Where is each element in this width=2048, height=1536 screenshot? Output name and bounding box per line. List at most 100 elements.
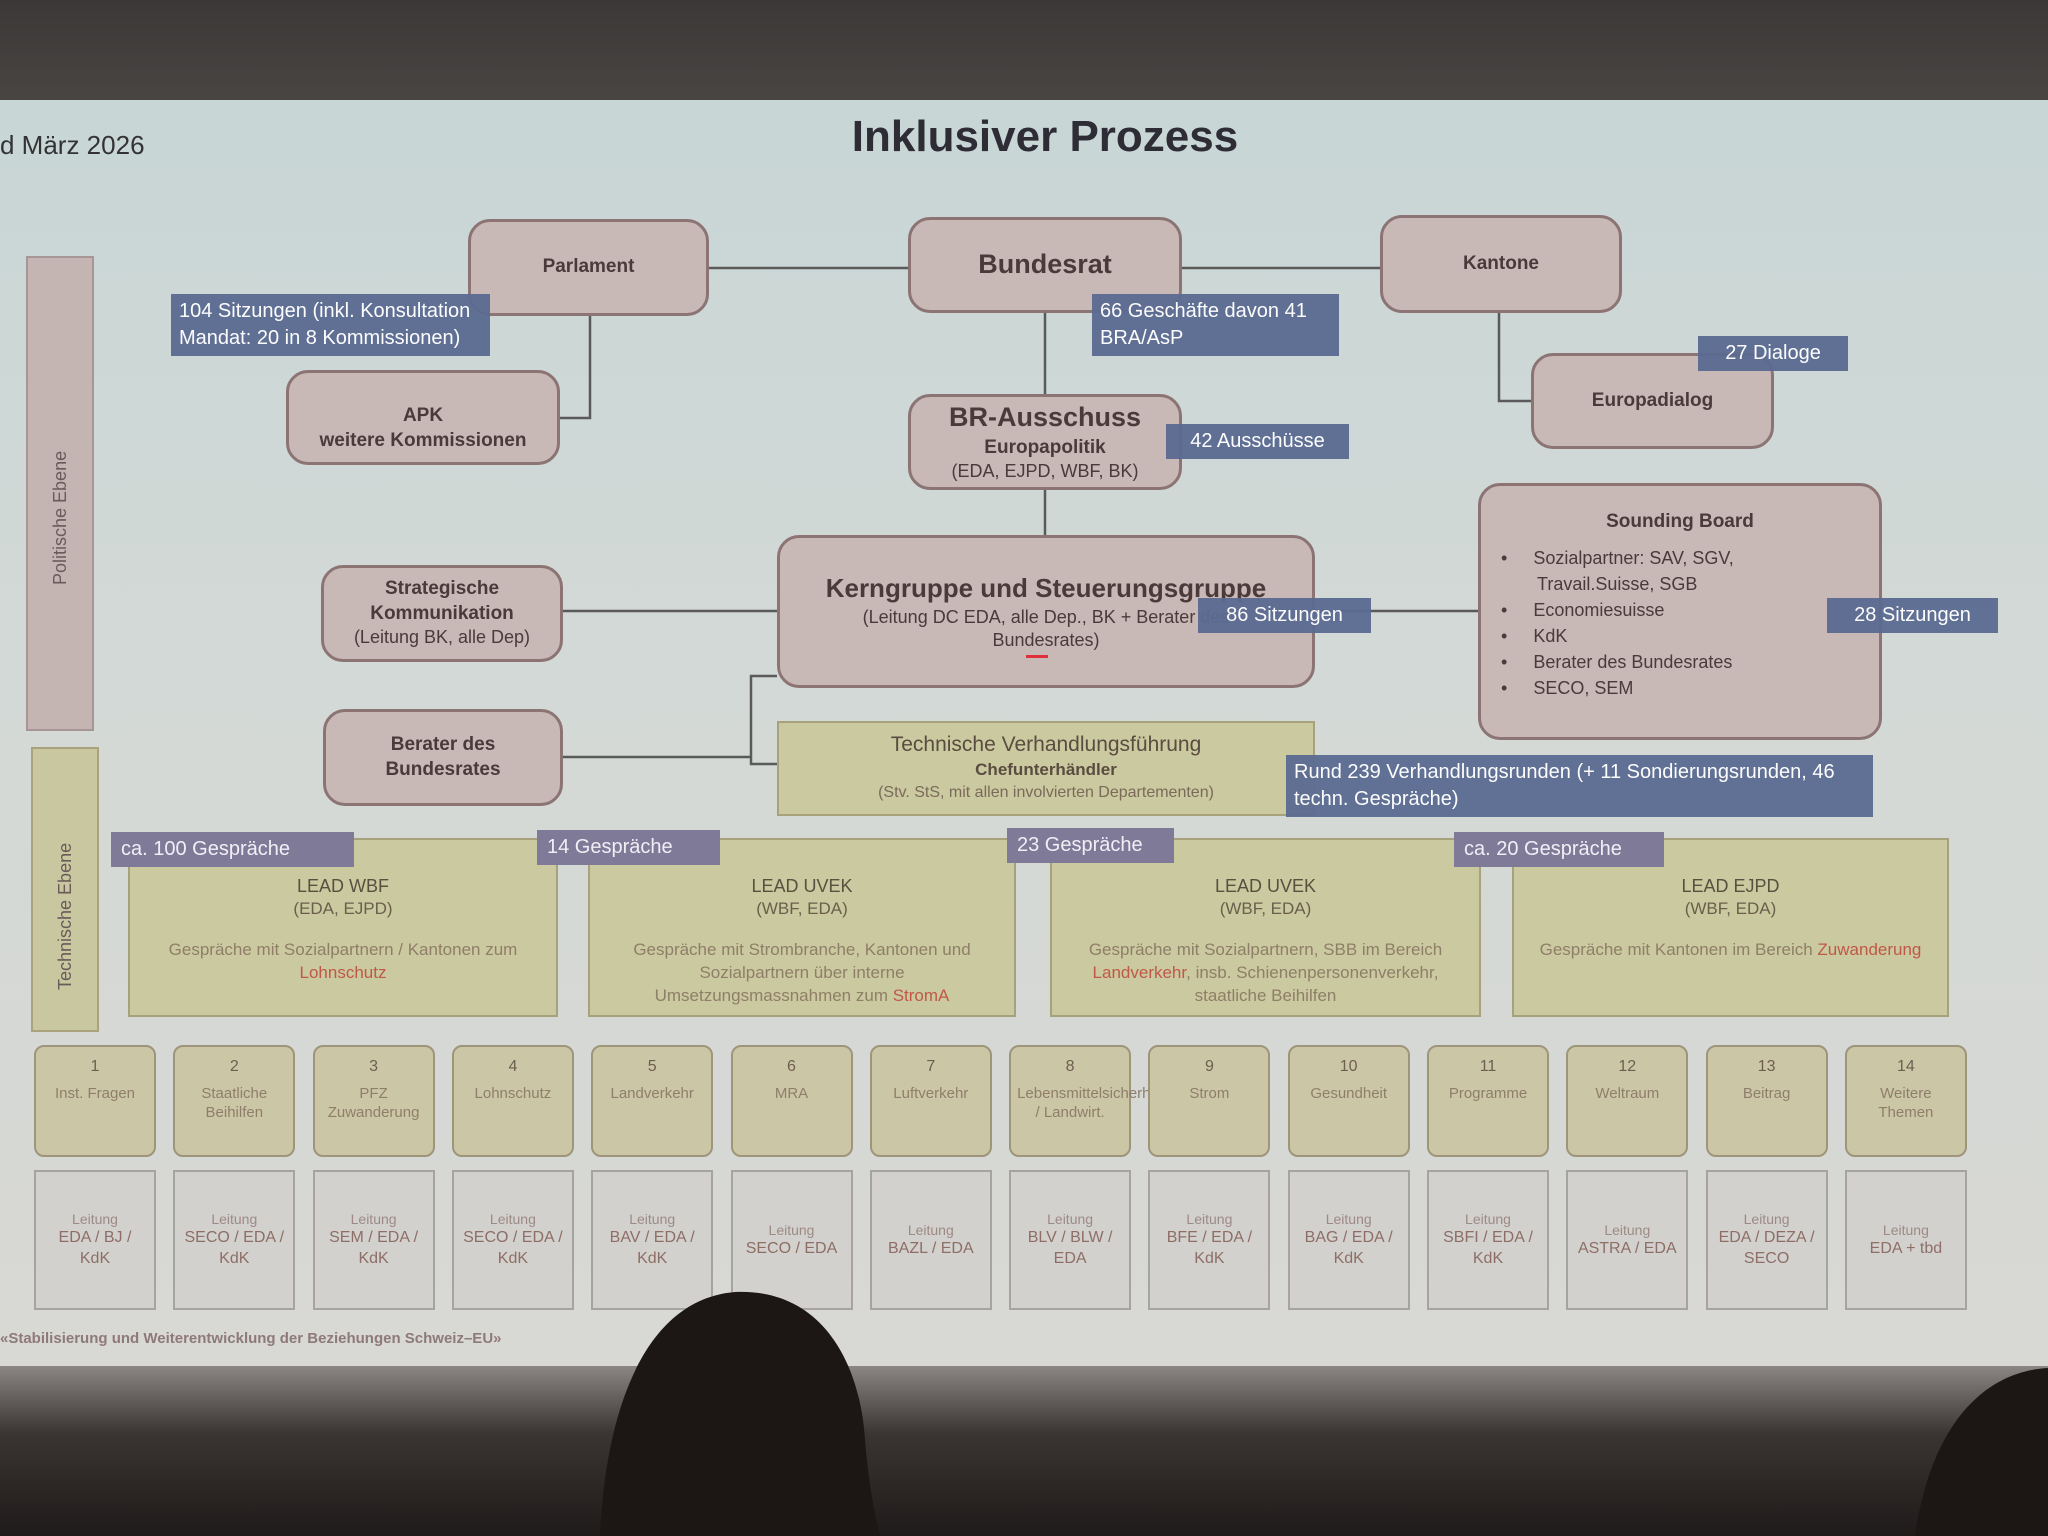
topic-name: Programme: [1448, 1084, 1528, 1102]
kerngruppe-sub: (Leitung DC EDA, alle Dep., BK + Berater…: [862, 606, 1230, 651]
strategische-kommunikation-box: Strategische Kommunikation(Leitung BK, a…: [321, 565, 563, 662]
leitung-label: Leitung: [1743, 1211, 1790, 1228]
tech-title: Technische Verhandlungsführung: [890, 733, 1202, 756]
parlament-box: Parlament: [468, 219, 709, 316]
gespraeche-tag: 23 Gespräche: [1007, 828, 1174, 863]
audience-head: [1915, 1368, 2048, 1536]
topic-name: Luftverkehr: [893, 1084, 969, 1102]
leitung-label: Leitung: [1047, 1211, 1094, 1228]
topic-number: 14: [1896, 1058, 1915, 1075]
political-level-bar: [26, 256, 94, 731]
topic-number: 11: [1479, 1058, 1497, 1075]
topic-number: 9: [1204, 1058, 1214, 1075]
sitzungen-parlament-label: 104 Sitzungen (inkl. Konsultation Mandat…: [171, 294, 490, 356]
leitung-value: EDA + tbd: [1869, 1239, 1943, 1257]
sounding-board-list: Sozialpartner: SAV, SGV, Travail.Suisse,…: [1533, 545, 1837, 702]
sitzungen-sb-label: 28 Sitzungen: [1827, 598, 1998, 633]
lead-desc: Gespräche mit Sozialpartnern, SBB im Ber…: [1088, 940, 1443, 960]
topic-number: 7: [926, 1058, 936, 1075]
leitung-value: SEM / EDA / KdK: [329, 1229, 419, 1268]
lead-desc: Gespräche mit Strombranche, Kantonen und…: [633, 940, 971, 1006]
dialoge-label: 27 Dialoge: [1698, 336, 1848, 371]
topic-number: 4: [508, 1058, 518, 1075]
topic-number: 1: [90, 1058, 100, 1075]
sounding-board-box: Sounding Board Sozialpartner: SAV, SGV, …: [1478, 483, 1882, 740]
leitung-label: Leitung: [72, 1211, 118, 1228]
topic-number: 10: [1339, 1058, 1358, 1075]
topic-number: 5: [647, 1058, 657, 1075]
kerngruppe-title: Kerngruppe und Steuerungsgruppe: [825, 573, 1267, 603]
lead-box: LEAD UVEK(WBF, EDA)Gespräche mit Strombr…: [588, 838, 1016, 1017]
leitung-value: EDA / BJ / KdK: [58, 1229, 132, 1268]
topic-name: Weitere Themen: [1878, 1084, 1934, 1122]
lead-title: LEAD EJPD: [1681, 876, 1780, 896]
leitung-value: BFE / EDA / KdK: [1166, 1229, 1253, 1268]
topic-name: Landverkehr: [610, 1084, 694, 1102]
lead-members: (EDA, EJPD): [293, 899, 393, 919]
topic-number: 6: [787, 1058, 796, 1075]
slide-title: Inklusiver Prozess: [851, 112, 1239, 161]
lead-desc: Gespräche mit Sozialpartnern / Kantonen …: [168, 940, 518, 960]
gespraeche-tag: ca. 20 Gespräche: [1454, 832, 1664, 867]
lead-box: LEAD EJPD(WBF, EDA)Gespräche mit Kantone…: [1512, 838, 1949, 1017]
lead-title: LEAD WBF: [296, 876, 389, 896]
lead-title: LEAD UVEK: [751, 876, 853, 896]
leitung-value: BAV / EDA / KdK: [609, 1229, 695, 1268]
topic-number: 8: [1065, 1058, 1075, 1075]
leitung-label: Leitung: [1882, 1221, 1929, 1238]
topic-name: Inst. Fragen: [54, 1084, 136, 1102]
strat-komm-title: Strategische Kommunikation: [370, 578, 514, 624]
topic-name: Weltraum: [1595, 1084, 1660, 1102]
topic-name: Staatliche Beihilfen: [201, 1084, 268, 1122]
slide-date: d März 2026: [0, 130, 145, 160]
apk-sub: weitere Kommissionen: [319, 429, 527, 451]
lead-desc-after: , insb. Schienenpersonenverkehr, staatli…: [1186, 963, 1439, 1006]
topic-name: Gesundheit: [1310, 1084, 1388, 1102]
technical-level-bar: [31, 747, 99, 1032]
sb-item: Sozialpartner: SAV, SGV, Travail.Suisse,…: [1533, 545, 1837, 597]
topic-name: Lebensmittelsicherheit / Landwirt.: [1017, 1084, 1167, 1122]
bundesrat-box: Bundesrat: [908, 217, 1182, 313]
topic-name: Lohnschutz: [474, 1084, 552, 1102]
technische-verhandlung-box: Technische Verhandlungsführung Chefunter…: [777, 721, 1315, 816]
sounding-board-title: Sounding Board: [1606, 511, 1754, 532]
lead-highlight: Zuwanderung: [1817, 940, 1922, 960]
leitung-value: BLV / BLW / EDA: [1027, 1229, 1113, 1268]
lead-box: LEAD WBF (EDA, EJPD) Gespräche mit Sozialp…: [128, 838, 558, 1017]
leitung-label: Leitung: [1325, 1211, 1372, 1228]
lead-desc: Gespräche mit Kantonen im Bereich: [1539, 940, 1818, 960]
sb-item: Economiesuisse: [1533, 597, 1837, 623]
gespraeche-tag: ca. 100 Gespräche: [111, 832, 354, 867]
kantone-label: Kantone: [1463, 252, 1539, 274]
sb-item: KdK: [1533, 623, 1837, 649]
leitung-value: SECO / EDA: [745, 1239, 838, 1257]
europadialog-label: Europadialog: [1591, 389, 1714, 411]
leitung-value: ASTRA / EDA: [1577, 1239, 1677, 1257]
br-ausschuss-title: BR-Ausschuss: [948, 402, 1142, 433]
tech-sub: Chefunterhändler: [975, 760, 1117, 780]
room-ceiling: [0, 0, 2048, 110]
sb-item: Berater des Bundesrates: [1533, 649, 1837, 675]
lead-highlight: Landverkehr: [1092, 963, 1187, 983]
leitung-label: Leitung: [1465, 1211, 1511, 1228]
topic-name: MRA: [774, 1084, 809, 1102]
topic-number: 12: [1618, 1058, 1637, 1075]
leitung-label: Leitung: [629, 1211, 676, 1228]
